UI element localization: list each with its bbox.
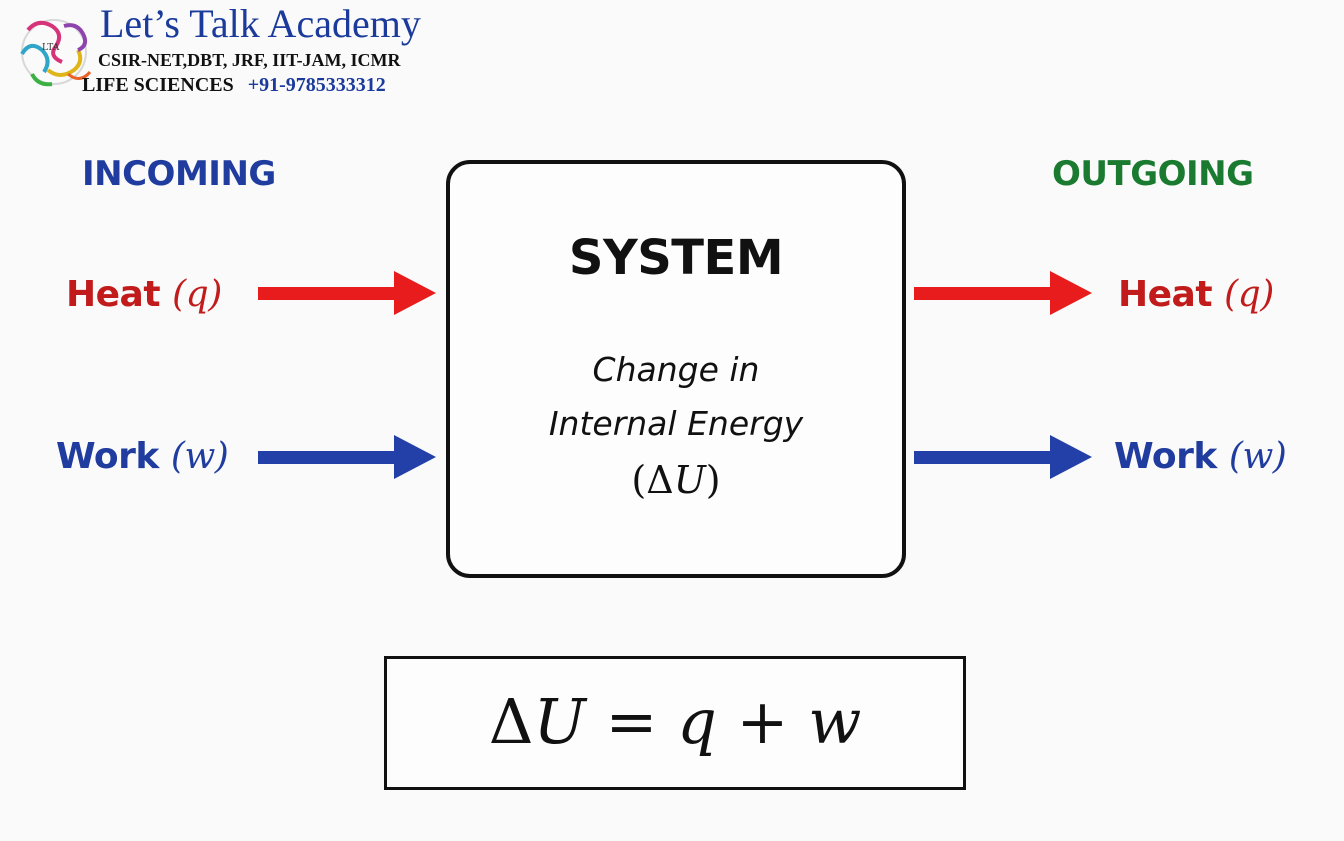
incoming-work-symbol: (w) xyxy=(170,436,229,477)
outgoing-heat-text: Heat xyxy=(1118,274,1213,315)
incoming-heat-label: Heat (q) xyxy=(66,274,222,315)
outgoing-work-arrow xyxy=(914,435,1092,479)
academy-subject-line: LIFE SCIENCES +91-9785333312 xyxy=(82,74,386,97)
first-law-equation: ΔU = q + w xyxy=(387,685,963,758)
outgoing-heat-symbol: (q) xyxy=(1224,274,1274,315)
academy-logo-icon: LTA xyxy=(20,19,92,87)
academy-phone: +91-9785333312 xyxy=(247,74,386,96)
incoming-work-arrow xyxy=(258,435,436,479)
outgoing-work-label: Work (w) xyxy=(1114,436,1287,477)
outgoing-work-text: Work xyxy=(1114,436,1217,477)
equation-w: w xyxy=(808,685,862,758)
system-box: SYSTEM Change in Internal Energy (ΔU) xyxy=(446,160,906,578)
incoming-heading: INCOMING xyxy=(82,154,276,194)
incoming-work-text: Work xyxy=(56,436,159,477)
academy-subject: LIFE SCIENCES xyxy=(82,74,234,96)
outgoing-heading: OUTGOING xyxy=(1052,154,1254,194)
academy-name: Let’s Talk Academy xyxy=(100,1,421,46)
outgoing-work-symbol: (w) xyxy=(1228,436,1287,477)
outgoing-heat-label: Heat (q) xyxy=(1118,274,1274,315)
equation-q: q xyxy=(677,685,717,758)
academy-exams: CSIR-NET,DBT, JRF, IIT-JAM, ICMR xyxy=(98,50,401,70)
incoming-heat-text: Heat xyxy=(66,274,161,315)
incoming-heat-arrow xyxy=(258,271,436,315)
equation-box: ΔU = q + w xyxy=(384,656,966,790)
equation-equals: = xyxy=(605,685,658,758)
system-delta-u-symbol: (ΔU) xyxy=(631,458,721,502)
equation-plus: + xyxy=(736,685,789,758)
outgoing-heat-arrow xyxy=(914,271,1092,315)
logo-text: LTA xyxy=(42,43,60,53)
system-title: SYSTEM xyxy=(568,230,784,286)
system-description-line-2: Internal Energy xyxy=(548,404,804,443)
system-description-line-1: Change in xyxy=(592,350,760,389)
equation-u: U xyxy=(533,685,586,758)
equation-delta: Δ xyxy=(488,685,534,758)
incoming-work-label: Work (w) xyxy=(56,436,229,477)
incoming-heat-symbol: (q) xyxy=(172,274,222,315)
